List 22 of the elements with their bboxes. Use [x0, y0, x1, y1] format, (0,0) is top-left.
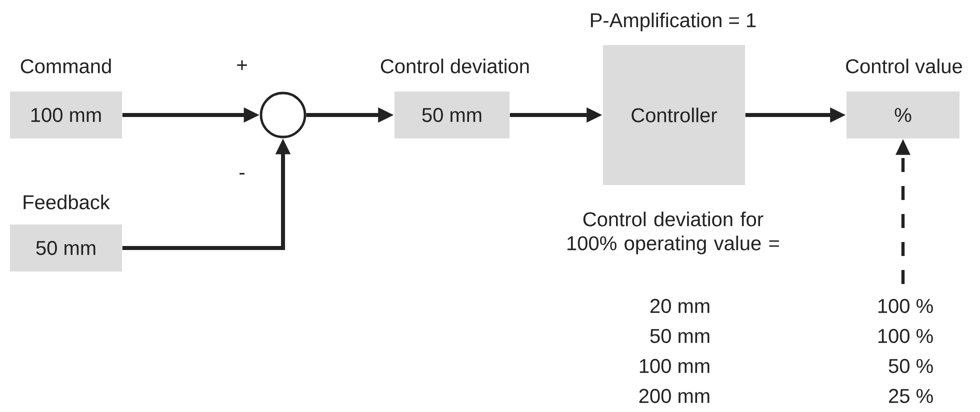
block-heading: Control deviation — [380, 58, 529, 74]
sign-label: + — [237, 60, 247, 70]
block-box: Controller — [603, 45, 745, 185]
note-text: Control deviation for 100% operating value = — [568, 212, 779, 254]
block-box: 50 mm — [394, 92, 510, 138]
block-heading: Command — [20, 58, 111, 74]
table-cell: 100 % — [878, 298, 933, 314]
table-cell: 25 % — [889, 388, 933, 404]
block-box: 50 mm — [10, 224, 122, 272]
summing-junction — [260, 92, 306, 138]
sign-label: - — [240, 172, 244, 174]
block-heading: Feedback — [24, 194, 110, 210]
block-heading: Control value — [846, 58, 962, 74]
block-box: 100 mm — [10, 92, 122, 138]
table-cell: 200 mm — [639, 388, 710, 404]
table-cell: 20 mm — [650, 298, 710, 314]
table-cell: 50 % — [888, 358, 933, 374]
block-box: % — [846, 92, 960, 138]
table-cell: 100 mm — [640, 358, 710, 374]
block-heading: P-Amplification = 1 — [590, 12, 756, 32]
table-cell: 100 % — [878, 328, 933, 344]
table-cell: 50 mm — [650, 328, 710, 344]
